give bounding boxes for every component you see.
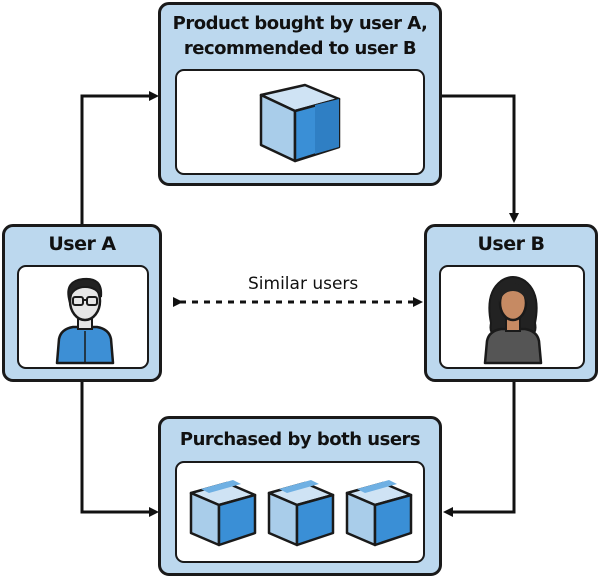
similar-users-label: Similar users: [248, 274, 359, 294]
purchased-both-inner: [175, 461, 425, 563]
edge-product-to-userb: [440, 94, 519, 223]
box-icon: [345, 480, 413, 547]
user-b-avatar-icon: [483, 276, 543, 365]
product-recommended-title-line2: recommended to user B: [183, 38, 417, 59]
box-icon: [267, 480, 335, 547]
edge-userb-to-purchased: [443, 382, 516, 517]
product-recommended-panel: Product bought by user A, recommended to…: [158, 2, 442, 186]
product-recommended-inner: [175, 69, 425, 175]
edge-usera-to-purchased: [80, 382, 159, 517]
user-a-inner: [17, 265, 149, 369]
edge-usera-to-product: [80, 91, 159, 227]
user-a-panel: User A: [2, 224, 162, 382]
box-icon: [189, 480, 257, 547]
purchased-both-panel: Purchased by both users: [158, 416, 442, 576]
box-icon: [259, 83, 341, 163]
user-a-title: User A: [48, 233, 116, 255]
user-b-panel: User B: [424, 224, 598, 382]
purchased-both-title: Purchased by both users: [179, 429, 421, 450]
user-a-avatar-icon: [55, 277, 115, 365]
user-b-title: User B: [477, 233, 545, 255]
user-b-inner: [439, 265, 585, 369]
product-recommended-title-line1: Product bought by user A,: [172, 13, 428, 34]
